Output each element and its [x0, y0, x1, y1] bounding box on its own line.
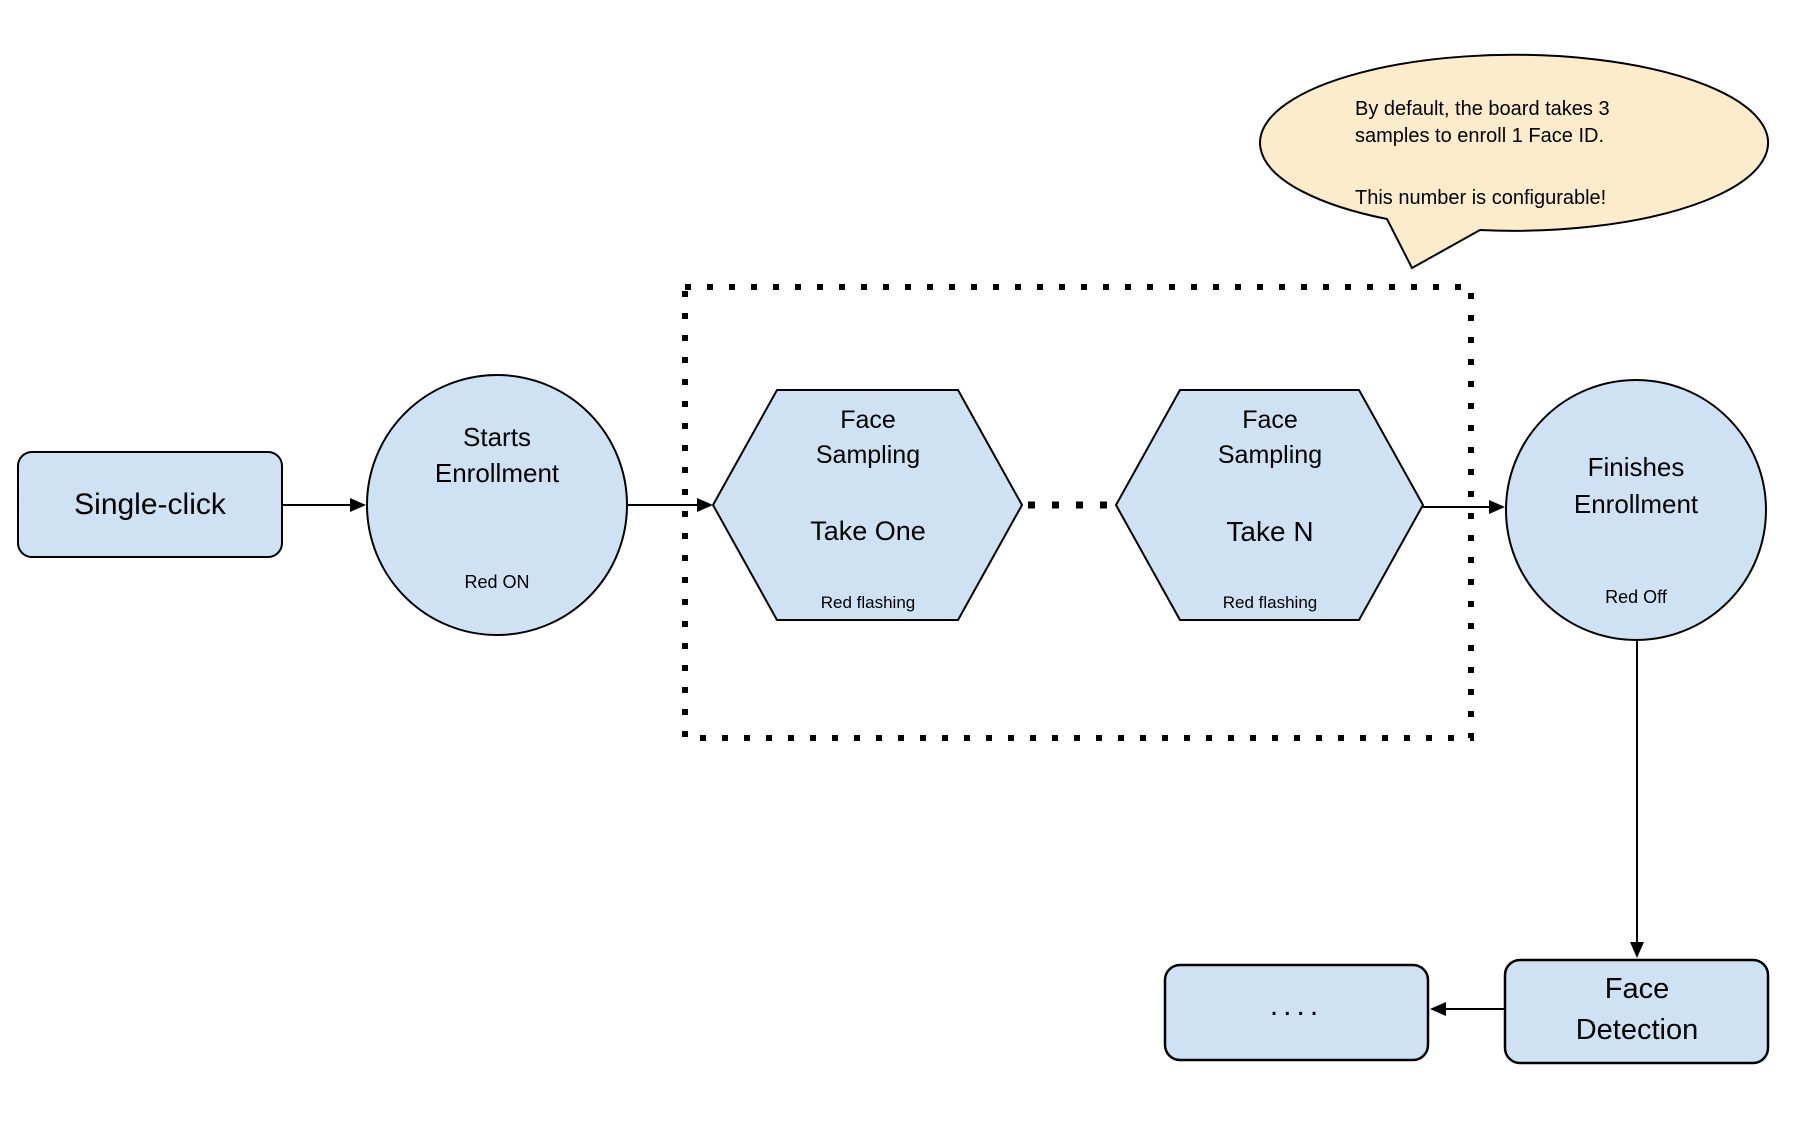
arrow-starts-to-sampling-one	[628, 498, 713, 512]
finishes-enrollment-node	[1505, 379, 1767, 641]
face-sampling-take-n-node	[1114, 389, 1425, 621]
arrow-single-click-to-starts	[282, 498, 366, 512]
face-sampling-take-one-node	[711, 389, 1024, 621]
face-sampling-n-title: Face Sampling	[1140, 403, 1400, 473]
face-sampling-n-take-label: Take N	[1226, 516, 1314, 547]
starts-enrollment-title-line2: Enrollment	[434, 458, 560, 488]
face-detection-node	[1503, 958, 1770, 1065]
face-sampling-one-take-label: Take One	[810, 516, 926, 546]
face-sampling-one-title-line1: Face	[840, 406, 896, 434]
arrow-face-detection-to-continuation	[1430, 1002, 1505, 1016]
finishes-enrollment-title-line2: Enrollment	[1573, 489, 1699, 519]
face-detection-title-line1: Face	[1604, 973, 1670, 1005]
continuation-node	[1163, 963, 1430, 1062]
face-sampling-n-title-line2: Sampling	[1217, 441, 1323, 469]
face-sampling-n-status: Red flashing	[1222, 593, 1318, 612]
starts-enrollment-title-line1: Starts	[463, 422, 531, 452]
face-detection-title: Face Detection	[1506, 969, 1768, 1051]
callout-bubble	[1259, 53, 1769, 270]
continuation-label: ....	[1269, 988, 1324, 1022]
finishes-enrollment-title-line1: Finishes	[1587, 452, 1685, 482]
single-click-label: Single-click	[74, 487, 226, 521]
face-sampling-one-status: Red flashing	[820, 593, 916, 612]
sampling-loop-boundary	[682, 284, 1474, 741]
callout-text: By default, the board takes 3 samples to…	[1355, 96, 1610, 150]
face-sampling-n-title-line1: Face	[1242, 406, 1298, 434]
callout-line2: samples to enroll 1 Face ID.	[1355, 125, 1604, 147]
starts-enrollment-title: Starts Enrollment	[377, 419, 617, 491]
face-sampling-one-title-line2: Sampling	[815, 441, 921, 469]
callout-line1: By default, the board takes 3	[1355, 98, 1610, 120]
starts-enrollment-node	[366, 374, 628, 636]
face-sampling-one-title: Face Sampling	[738, 403, 998, 473]
arrow-sampling-n-to-finishes	[1423, 500, 1505, 514]
finishes-enrollment-title: Finishes Enrollment	[1516, 449, 1756, 523]
callout-line3: This number is configurable!	[1355, 187, 1607, 209]
face-detection-title-line2: Detection	[1575, 1014, 1699, 1046]
starts-enrollment-status: Red ON	[464, 572, 530, 592]
single-click-node	[17, 451, 283, 558]
finishes-enrollment-status: Red Off	[1605, 587, 1667, 607]
arrow-finishes-to-face-detection	[1630, 640, 1644, 958]
